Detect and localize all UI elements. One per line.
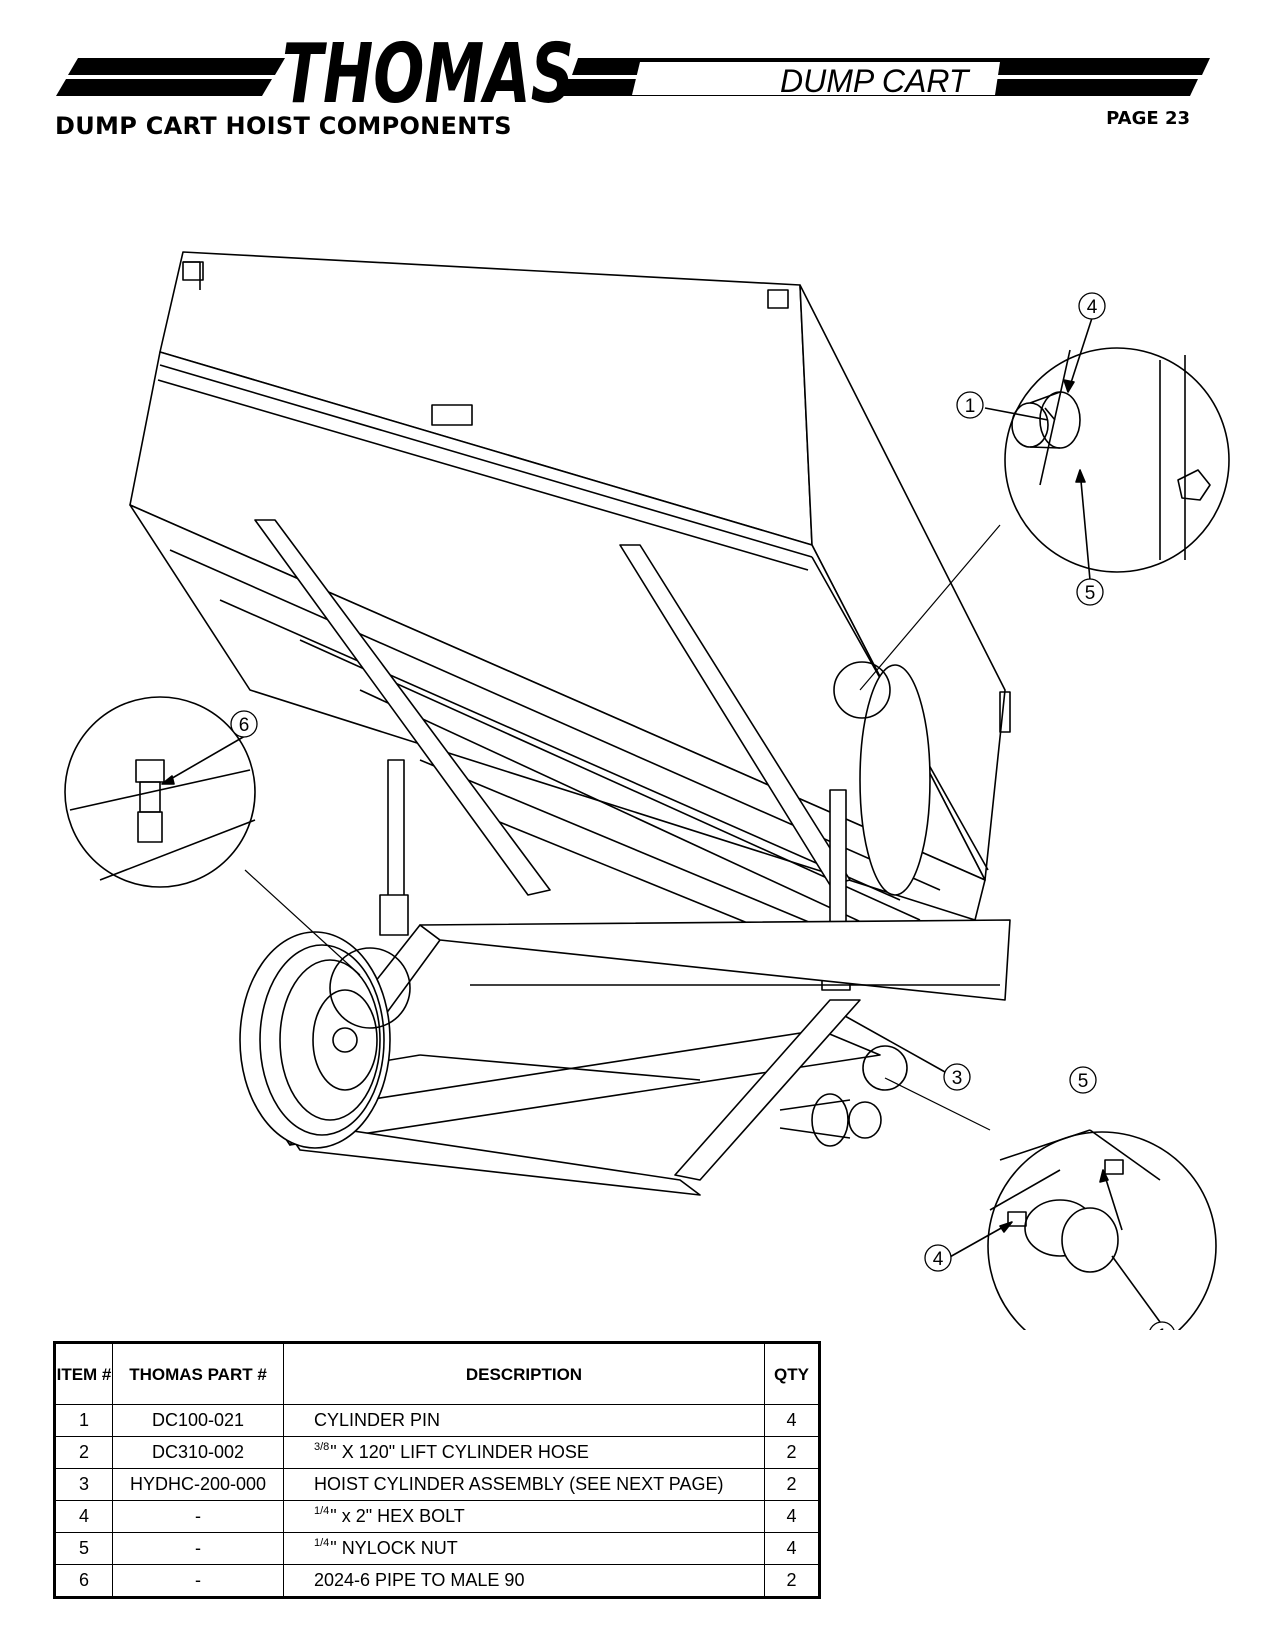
part-number: - (112, 1564, 284, 1598)
header-banner: THOMAS DUMP CART (56, 27, 1210, 110)
dump-bed (129, 251, 1011, 986)
header-description: DESCRIPTION (283, 1342, 765, 1405)
description: 1/4" x 2" HEX BOLT (283, 1500, 765, 1533)
brand-logo-text: THOMAS (282, 27, 574, 110)
header-part: THOMAS PART # (112, 1342, 284, 1405)
wheel (239, 664, 931, 1149)
callout-6-left: 6 (239, 715, 250, 736)
item-number: 4 (54, 1500, 113, 1533)
description-text: " X 120" LIFT CYLINDER HOSE (330, 1442, 589, 1462)
part-number: HYDHC-200-000 (112, 1468, 284, 1501)
thomas-logo: THOMAS (282, 27, 574, 110)
product-name: DUMP CART (780, 63, 971, 99)
header-qty: QTY (764, 1342, 820, 1405)
size-fraction: 1/4 (314, 1537, 330, 1549)
quantity: 2 (764, 1468, 820, 1501)
quantity: 4 (764, 1532, 820, 1565)
callout-5-top: 5 (1085, 583, 1096, 604)
size-fraction: 1/4 (314, 1505, 330, 1517)
description: 3/8" X 120" LIFT CYLINDER HOSE (283, 1436, 765, 1469)
description-text: HOIST CYLINDER ASSEMBLY (SEE NEXT PAGE) (314, 1474, 724, 1494)
part-number: - (112, 1532, 284, 1565)
item-number: 1 (54, 1404, 113, 1437)
part-number: DC310-002 (112, 1436, 284, 1469)
description: HOIST CYLINDER ASSEMBLY (SEE NEXT PAGE) (283, 1468, 765, 1501)
quantity: 4 (764, 1404, 820, 1437)
description: 2024-6 PIPE TO MALE 90 (283, 1564, 765, 1598)
dump-cart-drawing: 4 1 5 6 3 5 4 1 (64, 251, 1230, 1330)
callout-1-bottom: 1 (1157, 1326, 1168, 1330)
header-item: ITEM # (54, 1342, 113, 1405)
table-row: 6- 2024-6 PIPE TO MALE 90 2 (54, 1564, 820, 1598)
size-fraction: 3/8 (314, 1441, 330, 1453)
description: 1/4" NYLOCK NUT (283, 1532, 765, 1565)
part-number: - (112, 1500, 284, 1533)
callout-5-bottom: 5 (1078, 1071, 1089, 1092)
item-number: 6 (54, 1564, 113, 1598)
callout-4-bottom: 4 (933, 1249, 944, 1270)
warning-label-icon (431, 404, 473, 426)
item-number: 2 (54, 1436, 113, 1469)
callout-1-top: 1 (965, 396, 976, 417)
page-number: PAGE 23 (1106, 108, 1190, 129)
item-number: 3 (54, 1468, 113, 1501)
item-number: 5 (54, 1532, 113, 1565)
quantity: 4 (764, 1500, 820, 1533)
detail-circle-top (1004, 347, 1230, 573)
quantity: 2 (764, 1436, 820, 1469)
right-hub (779, 1093, 882, 1147)
table-header-row: ITEM # THOMAS PART # DESCRIPTION QTY (54, 1342, 820, 1405)
quantity: 2 (764, 1564, 820, 1598)
callout-3-main: 3 (952, 1068, 963, 1089)
description-text: 2024-6 PIPE TO MALE 90 (314, 1570, 525, 1590)
description-text: " NYLOCK NUT (330, 1538, 458, 1558)
part-number: DC100-021 (112, 1404, 284, 1437)
callout-4-top: 4 (1087, 297, 1098, 318)
section-title: DUMP CART HOIST COMPONENTS (55, 112, 512, 140)
bed-braces (254, 519, 851, 896)
description: CYLINDER PIN (283, 1404, 765, 1437)
description-text: CYLINDER PIN (314, 1410, 441, 1430)
bed-decal-icon (999, 691, 1011, 733)
description-text: " x 2" HEX BOLT (330, 1506, 465, 1526)
